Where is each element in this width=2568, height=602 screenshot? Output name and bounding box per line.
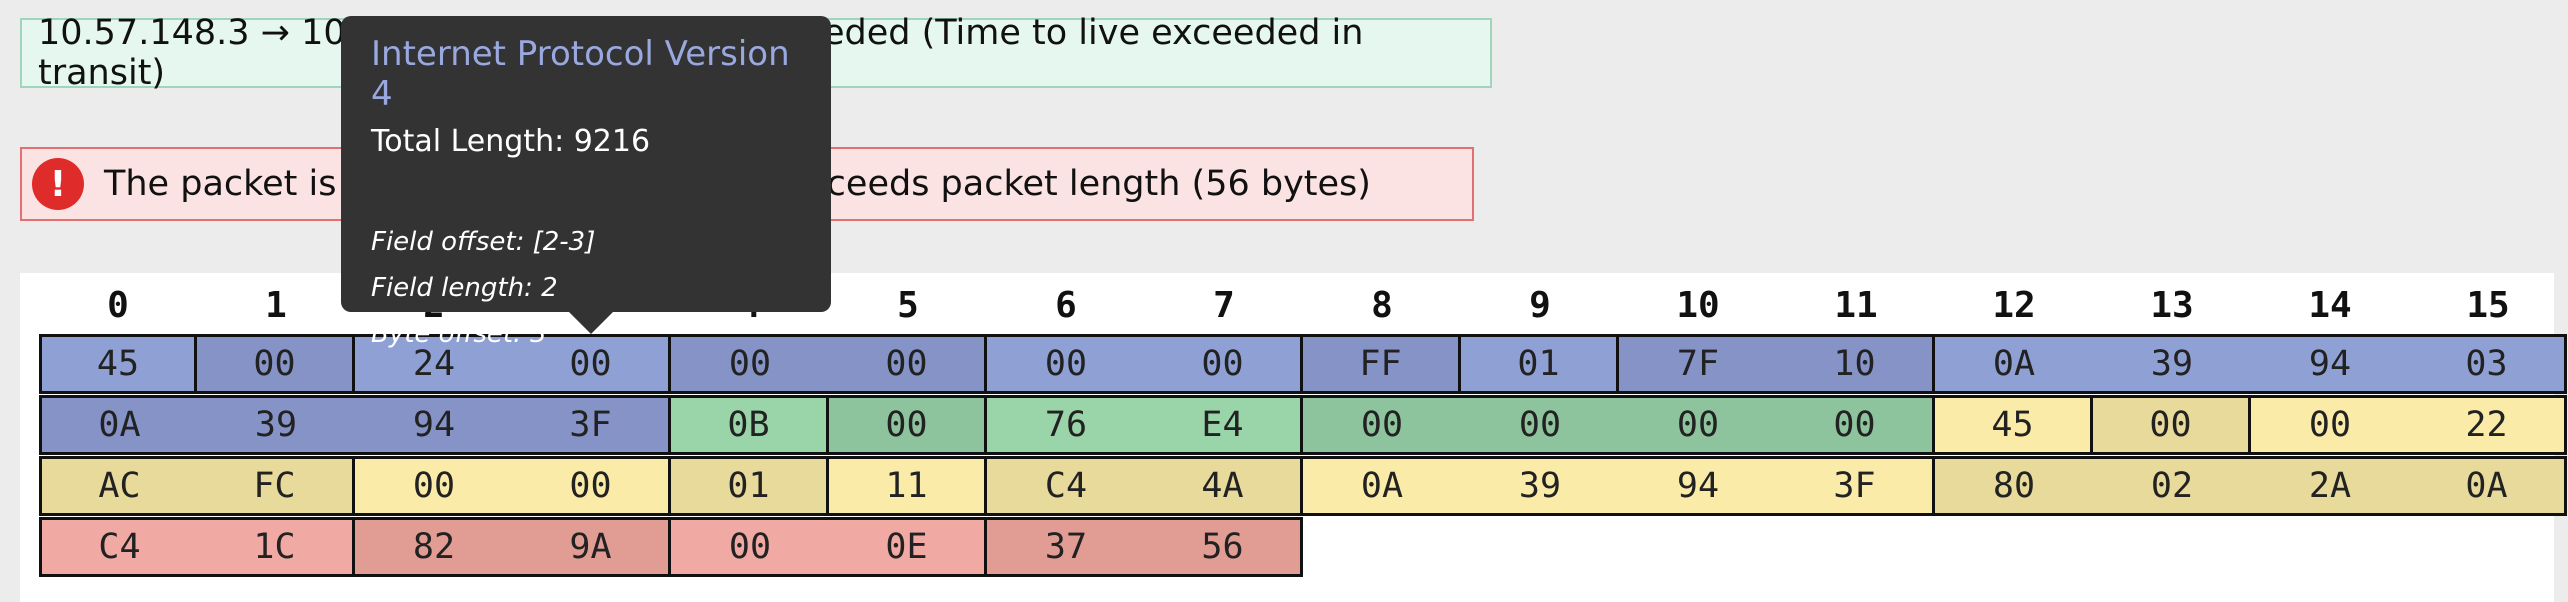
hex-byte[interactable]: 39 xyxy=(1461,456,1619,516)
hex-byte[interactable]: FF xyxy=(1303,334,1461,394)
hex-byte[interactable]: 39 xyxy=(197,395,355,455)
column-header: 7 xyxy=(1213,284,1235,326)
hex-byte[interactable]: 94 xyxy=(2251,334,2409,394)
hex-byte[interactable]: 76 xyxy=(987,395,1145,455)
hex-byte[interactable]: 94 xyxy=(1619,456,1777,516)
error-icon: ! xyxy=(32,158,84,210)
hex-byte[interactable]: 00 xyxy=(671,334,829,394)
hex-byte[interactable]: C4 xyxy=(39,517,197,577)
hex-byte[interactable]: 10 xyxy=(1777,334,1935,394)
hex-byte[interactable]: 00 xyxy=(829,334,987,394)
hex-byte[interactable]: 37 xyxy=(987,517,1145,577)
hex-byte[interactable]: 39 xyxy=(2093,334,2251,394)
hex-byte[interactable]: 3F xyxy=(513,395,671,455)
hex-dump-panel: 0 1 2 3 4 5 6 7 8 9 10 11 12 13 14 15 45… xyxy=(20,273,2567,602)
hex-byte[interactable]: 0A xyxy=(1935,334,2093,394)
column-header: 14 xyxy=(2308,284,2352,326)
hex-byte[interactable]: 02 xyxy=(2093,456,2251,516)
tooltip-title: Internet Protocol Version 4 xyxy=(371,34,790,114)
hex-byte[interactable]: 00 xyxy=(1777,395,1935,455)
hex-byte[interactable]: 0A xyxy=(39,395,197,455)
hex-byte[interactable]: 82 xyxy=(355,517,513,577)
column-header: 10 xyxy=(1676,284,1720,326)
hex-byte[interactable]: 00 xyxy=(355,456,513,516)
hex-byte[interactable]: 45 xyxy=(1935,395,2093,455)
hex-byte[interactable]: 0B xyxy=(671,395,829,455)
hex-byte[interactable]: E4 xyxy=(1145,395,1303,455)
column-header: 13 xyxy=(2150,284,2194,326)
hex-byte[interactable]: 00 xyxy=(1619,395,1777,455)
column-header: 8 xyxy=(1371,284,1393,326)
hex-byte[interactable]: 00 xyxy=(1145,334,1303,394)
hex-byte[interactable]: 4A xyxy=(1145,456,1303,516)
hex-byte[interactable]: 3F xyxy=(1777,456,1935,516)
column-header: 12 xyxy=(1992,284,2036,326)
hex-byte[interactable]: 2A xyxy=(2251,456,2409,516)
hex-byte[interactable]: 7F xyxy=(1619,334,1777,394)
tooltip-field-offset: Field offset: [2-3] xyxy=(371,227,596,257)
hex-byte[interactable]: 01 xyxy=(671,456,829,516)
hex-byte[interactable]: 80 xyxy=(1935,456,2093,516)
hex-byte[interactable]: 94 xyxy=(355,395,513,455)
hex-byte[interactable]: 00 xyxy=(197,334,355,394)
hex-byte[interactable]: 0A xyxy=(1303,456,1461,516)
field-tooltip: Internet Protocol Version 4 Total Length… xyxy=(341,16,831,349)
hex-byte[interactable]: 24 xyxy=(355,334,513,394)
hex-byte[interactable]: 22 xyxy=(2409,395,2567,455)
column-header: 6 xyxy=(1055,284,1077,326)
hex-byte[interactable]: AC xyxy=(39,456,197,516)
column-header: 1 xyxy=(265,284,287,326)
hex-byte[interactable]: 00 xyxy=(1303,395,1461,455)
hex-byte[interactable]: C4 xyxy=(987,456,1145,516)
hex-byte[interactable]: 45 xyxy=(39,334,197,394)
column-header: 9 xyxy=(1529,284,1551,326)
hex-byte[interactable]: 0E xyxy=(829,517,987,577)
column-header: 15 xyxy=(2466,284,2510,326)
hex-byte[interactable]: 1C xyxy=(197,517,355,577)
hex-byte[interactable]: 00 xyxy=(513,456,671,516)
tooltip-field-value: Total Length: 9216 xyxy=(371,124,651,159)
hex-byte[interactable]: 00 xyxy=(2251,395,2409,455)
tooltip-field-length: Field length: 2 xyxy=(371,273,558,303)
hex-byte[interactable]: 0A xyxy=(2409,456,2567,516)
hex-byte[interactable]: 56 xyxy=(1145,517,1303,577)
column-header: 0 xyxy=(107,284,129,326)
column-header: 11 xyxy=(1834,284,1878,326)
column-header: 5 xyxy=(897,284,919,326)
hex-byte[interactable]: 11 xyxy=(829,456,987,516)
hex-byte-selected[interactable]: 00 xyxy=(513,334,671,394)
hex-byte[interactable]: 00 xyxy=(829,395,987,455)
tooltip-byte-offset: Byte offset: 3 xyxy=(371,319,547,349)
hex-byte[interactable]: 01 xyxy=(1461,334,1619,394)
hex-byte[interactable]: FC xyxy=(197,456,355,516)
hex-byte[interactable]: 03 xyxy=(2409,334,2567,394)
hex-byte[interactable]: 00 xyxy=(671,517,829,577)
hex-byte[interactable]: 00 xyxy=(1461,395,1619,455)
hex-byte[interactable]: 00 xyxy=(2093,395,2251,455)
hex-byte[interactable]: 9A xyxy=(513,517,671,577)
hex-byte[interactable]: 00 xyxy=(987,334,1145,394)
